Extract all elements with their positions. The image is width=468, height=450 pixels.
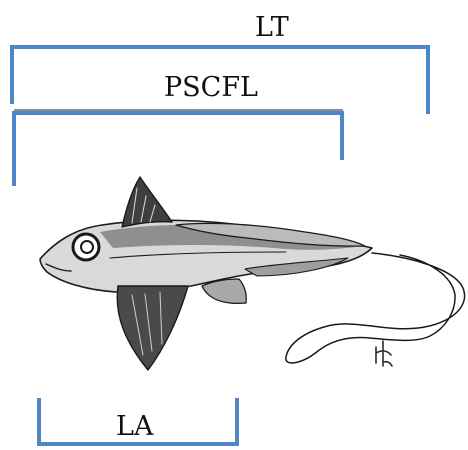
pscfl-label: PSCFL xyxy=(164,74,258,101)
first-dorsal-fin xyxy=(122,177,172,227)
pscfl-bracket xyxy=(14,110,342,184)
pectoral-fin xyxy=(117,286,188,370)
artist-signature-mark xyxy=(376,341,392,366)
fish-eye-inner xyxy=(81,241,93,253)
lt-label: LT xyxy=(255,14,289,41)
la-label: LA xyxy=(116,413,153,440)
chimaera-fish-illustration xyxy=(40,177,465,370)
